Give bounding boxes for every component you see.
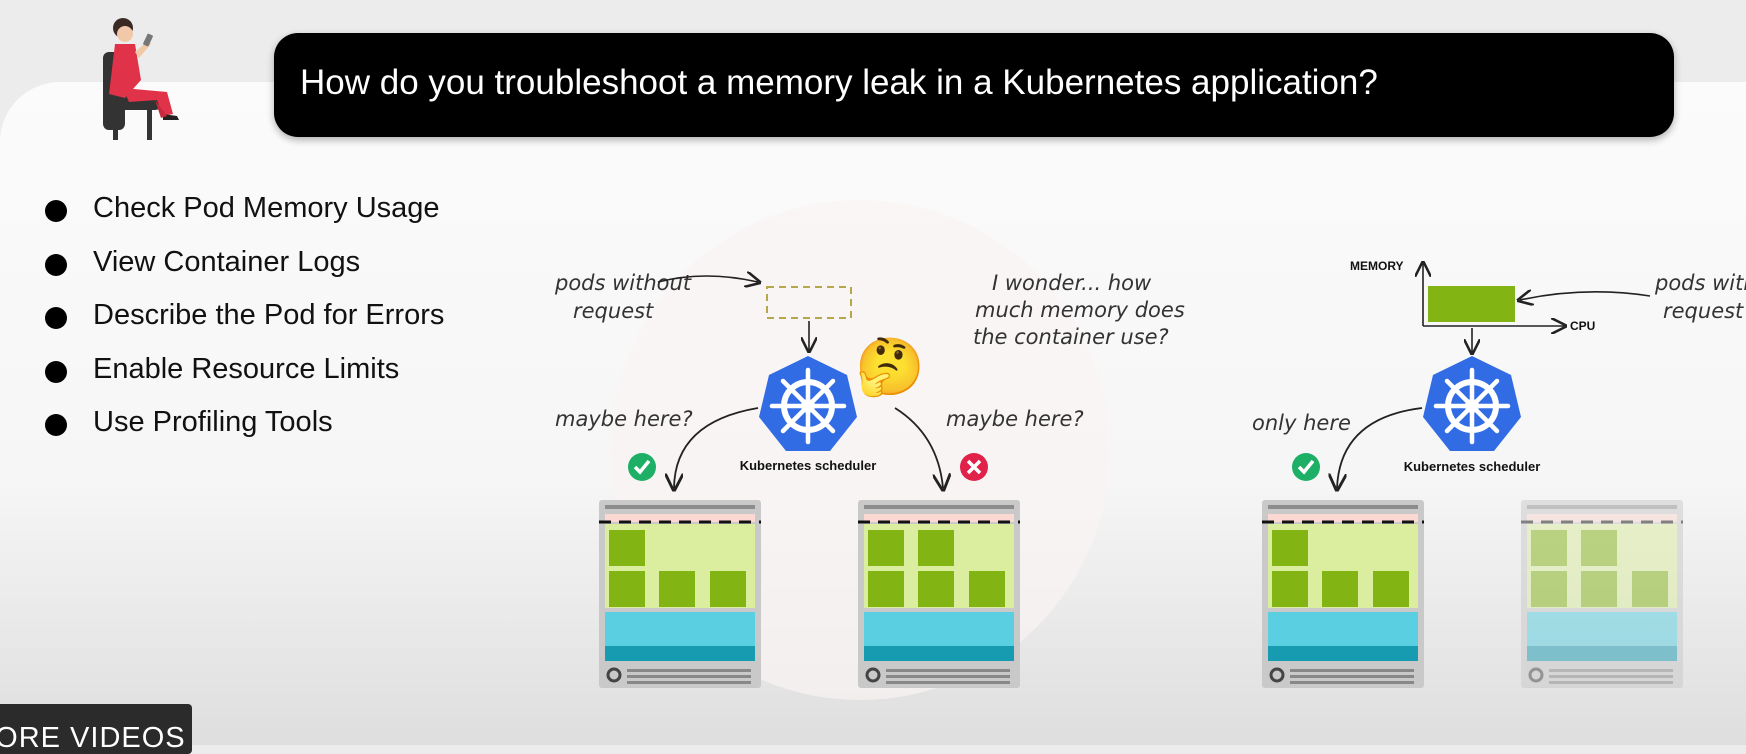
list-item: View Container Logs: [45, 242, 444, 296]
cluster-node-faded: [1521, 500, 1683, 688]
only-here-label: only here: [1252, 411, 1351, 435]
gear-icon: [606, 667, 622, 683]
memory-axis-label: MEMORY: [1350, 259, 1404, 273]
list-item: Use Profiling Tools: [45, 402, 444, 456]
scheduling-diagram: pods without request I wonder... how muc…: [554, 200, 1746, 700]
more-videos-label: MORE VIDEOS: [0, 722, 186, 754]
pods-without-request-label: pods without: [554, 271, 692, 295]
pointer-arrow: [657, 276, 758, 282]
bullet-icon: [45, 200, 67, 222]
list-item: Enable Resource Limits: [45, 349, 444, 403]
cpu-axis-label: CPU: [1570, 319, 1595, 333]
maybe-here-right-label: maybe here?: [946, 407, 1084, 431]
cross-icon: [960, 453, 988, 481]
thought-text-1: I wonder... how: [992, 271, 1152, 295]
list-item: Check Pod Memory Usage: [45, 188, 444, 242]
bullet-icon: [45, 253, 67, 276]
cluster-node: [599, 500, 761, 688]
thinking-emoji-icon: 🤔: [855, 335, 925, 399]
scheduler-caption: Kubernetes scheduler: [1404, 459, 1541, 474]
cluster-node: [1262, 500, 1424, 688]
pointer-arrow: [674, 407, 759, 488]
kubernetes-helm-icon: [1423, 356, 1521, 451]
bullet-icon: [45, 414, 67, 436]
gear-icon: [865, 667, 881, 683]
scheduler-caption: Kubernetes scheduler: [740, 458, 877, 473]
pods-with-request-label-2: request: [1663, 299, 1744, 323]
check-icon: [628, 453, 656, 481]
bullet-icon: [45, 360, 67, 383]
pods-without-request-label-2: request: [573, 299, 654, 323]
more-videos-button[interactable]: MORE VIDEOS: [0, 704, 192, 754]
pointer-arrow: [1337, 407, 1423, 488]
requested-resources-box: [1428, 286, 1515, 322]
check-icon: [1292, 453, 1320, 481]
thought-text-3: the container use?: [973, 325, 1169, 349]
pointer-arrow: [1520, 292, 1651, 300]
list-item: Describe the Pod for Errors: [45, 295, 444, 349]
question-title: How do you troubleshoot a memory leak in…: [300, 63, 1378, 102]
pointer-arrow: [894, 407, 943, 488]
pods-with-request-label: pods with: [1654, 271, 1746, 295]
presenter-avatar: [103, 18, 179, 140]
maybe-here-left-label: maybe here?: [555, 407, 693, 431]
gear-icon: [1528, 667, 1544, 683]
troubleshooting-steps-list: Check Pod Memory Usage View Container Lo…: [45, 188, 444, 456]
gear-icon: [1269, 667, 1285, 683]
cluster-node: [858, 500, 1020, 688]
bullet-icon: [45, 307, 67, 329]
question-banner: How do you troubleshoot a memory leak in…: [274, 33, 1674, 137]
thought-text-2: much memory does: [975, 298, 1185, 322]
unknown-request-box: [766, 286, 852, 319]
